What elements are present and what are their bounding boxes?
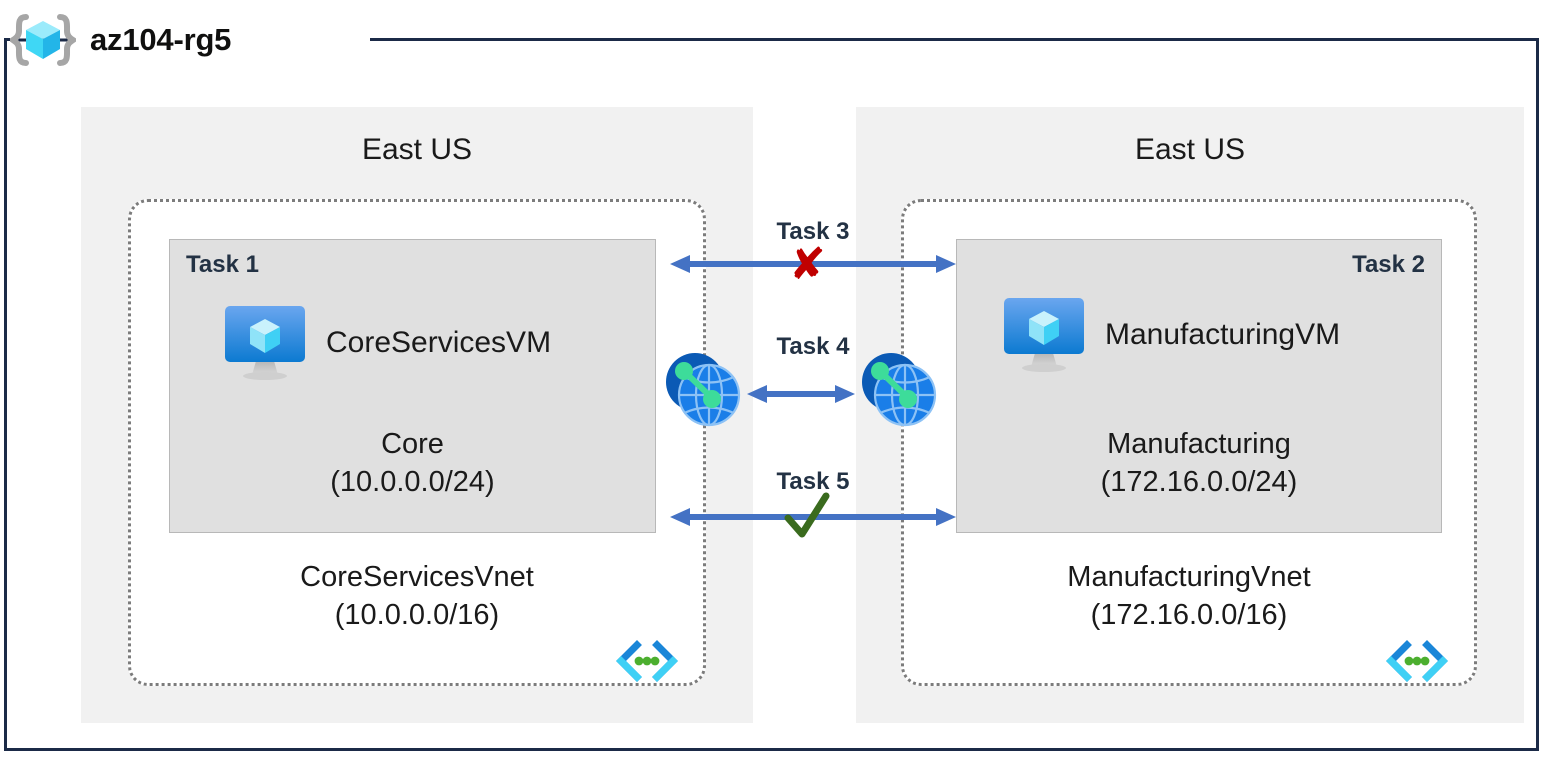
subnet-label-core: Core (10.0.0.0/24) [170,425,655,502]
status-mark-allowed-task5 [780,490,834,547]
virtual-machine-icon [1001,295,1087,375]
connection-arrow-task3 [668,252,958,281]
connection-arrow-task4 [745,382,857,411]
vnet-brackets-icon [1385,639,1449,683]
subnet-cidr-manufacturing: (172.16.0.0/24) [1100,466,1298,499]
connection-label-task3: Task 3 [776,218,850,245]
vnet-cidr-coreservices: (10.0.0.0/16) [334,599,500,632]
connection-label-task4: Task 4 [776,333,850,360]
subnet-label-manufacturing: Manufacturing (172.16.0.0/24) [957,425,1441,502]
vnet-coreservices: Task 1 [128,199,706,686]
subnet-name-manufacturing: Manufacturing [1107,428,1291,460]
vm-name-manufacturing: ManufacturingVM [1105,318,1341,351]
resource-group-name: az104-rg5 [90,22,232,57]
subnet-manufacturing: Task 2 [956,239,1442,533]
resource-group-cube-icon [7,14,79,66]
connection-label-task5: Task 5 [776,468,850,495]
vnet-label-coreservices: CoreServicesVnet (10.0.0.0/16) [131,558,703,635]
vm-row-coreservices: CoreServicesVM [222,303,551,383]
task-tag-1: Task 1 [186,251,259,278]
vnet-peering-icon [662,350,744,428]
vm-name-coreservices: CoreServicesVM [326,326,552,359]
vnet-peering-icon [858,350,940,428]
region-label-right: East US [1134,133,1246,166]
vnet-manufacturing: Task 2 [901,199,1477,686]
vnet-name-coreservices: CoreServicesVnet [300,561,534,593]
task-tag-2: Task 2 [1352,251,1425,278]
subnet-core: Task 1 [169,239,656,533]
subnet-cidr-core: (10.0.0.0/24) [330,466,495,499]
vnet-brackets-icon [615,639,679,683]
resource-group-frame [4,38,1539,751]
subnet-name-core: Core [381,428,444,460]
virtual-machine-icon [222,303,308,383]
vnet-name-manufacturing: ManufacturingVnet [1067,561,1311,593]
region-label-left: East US [361,133,473,166]
status-mark-blocked-task3: ✘ [789,240,826,289]
vnet-cidr-manufacturing: (172.16.0.0/16) [1090,599,1288,632]
vm-row-manufacturing: ManufacturingVM [1001,295,1340,375]
vnet-label-manufacturing: ManufacturingVnet (172.16.0.0/16) [904,558,1474,635]
resource-group-header: az104-rg5 [7,14,232,66]
